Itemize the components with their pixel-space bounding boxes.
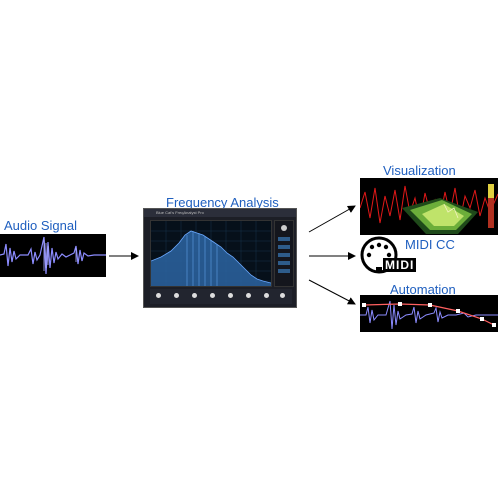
visualization-graph bbox=[360, 184, 498, 234]
midi-cc-label: MIDI CC bbox=[405, 237, 455, 252]
audio-waveform-panel bbox=[0, 234, 106, 277]
automation-panel bbox=[360, 295, 498, 332]
side-button-3[interactable] bbox=[278, 253, 290, 257]
knob-6[interactable] bbox=[246, 293, 251, 298]
plugin-window: Blue Cat's FreqAnalyst Pro bbox=[143, 208, 297, 308]
visualization-label: Visualization bbox=[383, 163, 456, 178]
knob-2[interactable] bbox=[174, 293, 179, 298]
frequency-analysis-label: Frequency Analysis bbox=[166, 195, 279, 210]
spectrum-display bbox=[150, 220, 272, 287]
knob-8[interactable] bbox=[280, 293, 285, 298]
visualization-panel bbox=[360, 178, 498, 235]
knob-4[interactable] bbox=[210, 293, 215, 298]
arrow-analysis-to-visualization bbox=[308, 205, 356, 233]
automation-graph bbox=[360, 300, 498, 330]
side-button-4[interactable] bbox=[278, 261, 290, 265]
audio-waveform bbox=[0, 236, 106, 275]
plugin-bottom-controls bbox=[150, 289, 292, 304]
knob-7[interactable] bbox=[264, 293, 269, 298]
audio-signal-label: Audio Signal bbox=[4, 218, 77, 233]
arrow-analysis-to-automation bbox=[308, 279, 356, 305]
side-button-5[interactable] bbox=[278, 269, 290, 273]
knob-1[interactable] bbox=[156, 293, 161, 298]
spectrum-graph bbox=[151, 221, 271, 286]
knob-5[interactable] bbox=[228, 293, 233, 298]
side-knob[interactable] bbox=[281, 225, 287, 231]
plugin-title-bar: Blue Cat's FreqAnalyst Pro bbox=[144, 209, 296, 217]
plugin-title: Blue Cat's FreqAnalyst Pro bbox=[156, 210, 204, 215]
side-button-1[interactable] bbox=[278, 237, 290, 241]
knob-3[interactable] bbox=[192, 293, 197, 298]
plugin-side-controls bbox=[274, 220, 294, 287]
midi-logo-text: MIDI bbox=[383, 258, 417, 272]
side-button-2[interactable] bbox=[278, 245, 290, 249]
automation-label: Automation bbox=[390, 282, 456, 297]
